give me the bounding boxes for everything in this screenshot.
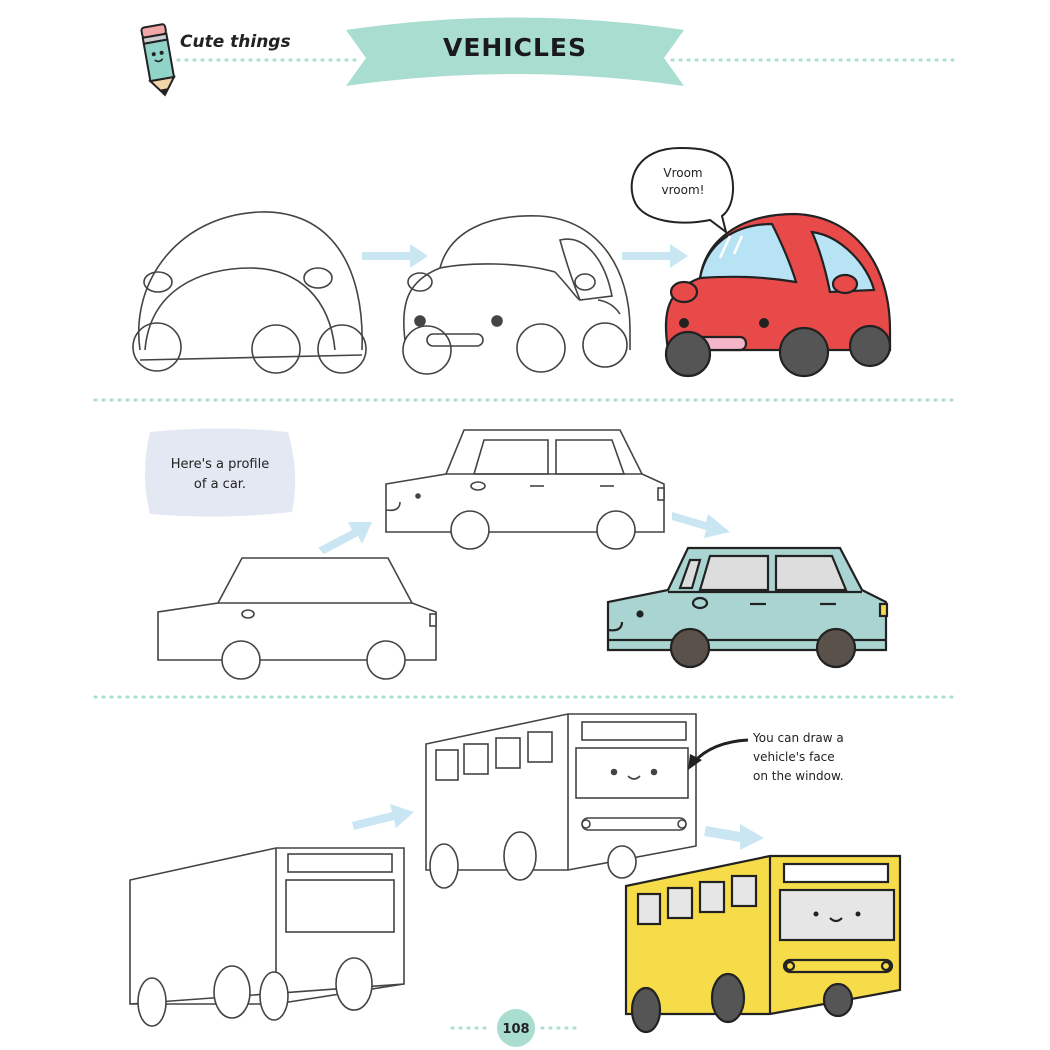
profile-car-step-2: [385, 429, 665, 550]
yellow-bus: [624, 854, 902, 1034]
arrow-5: [352, 804, 414, 830]
profile-note-line-1: Here's a profile: [171, 457, 269, 472]
page-number: 108: [502, 1022, 529, 1037]
speech-text-line-1: Vroom: [663, 166, 702, 180]
speech-bubble: Vroom vroom!: [630, 146, 735, 235]
red-car: [664, 212, 892, 378]
header: Cute things VEHICLES: [140, 17, 960, 97]
teal-car: [606, 546, 889, 669]
cute-car-step-2: [402, 215, 631, 375]
bus-note-line-3: on the window.: [753, 769, 844, 783]
arrow-6: [704, 824, 764, 850]
pencil-icon: [140, 23, 176, 97]
speech-text-line-2: vroom!: [662, 183, 705, 197]
bus-note-line-1: You can draw a: [752, 731, 844, 745]
footer: 108: [450, 1009, 582, 1047]
bus-callout: You can draw a vehicle's face on the win…: [688, 731, 844, 783]
page-number-badge: [497, 1009, 535, 1047]
cute-car-step-1: [132, 211, 367, 374]
profile-note: Here's a profile of a car.: [145, 428, 296, 517]
bus-note-line-2: vehicle's face: [753, 750, 835, 764]
bus-step-2: [425, 713, 697, 889]
page-title: VEHICLES: [443, 33, 587, 62]
title-banner: [346, 17, 684, 86]
arrow-3: [318, 522, 372, 554]
profile-note-line-2: of a car.: [194, 477, 246, 492]
arrow-1: [362, 244, 428, 268]
profile-car-step-1: [157, 557, 437, 680]
arrow-4: [672, 512, 730, 538]
arrow-2: [622, 244, 688, 268]
bus-step-1: [129, 847, 405, 1027]
section-label: Cute things: [180, 32, 291, 52]
